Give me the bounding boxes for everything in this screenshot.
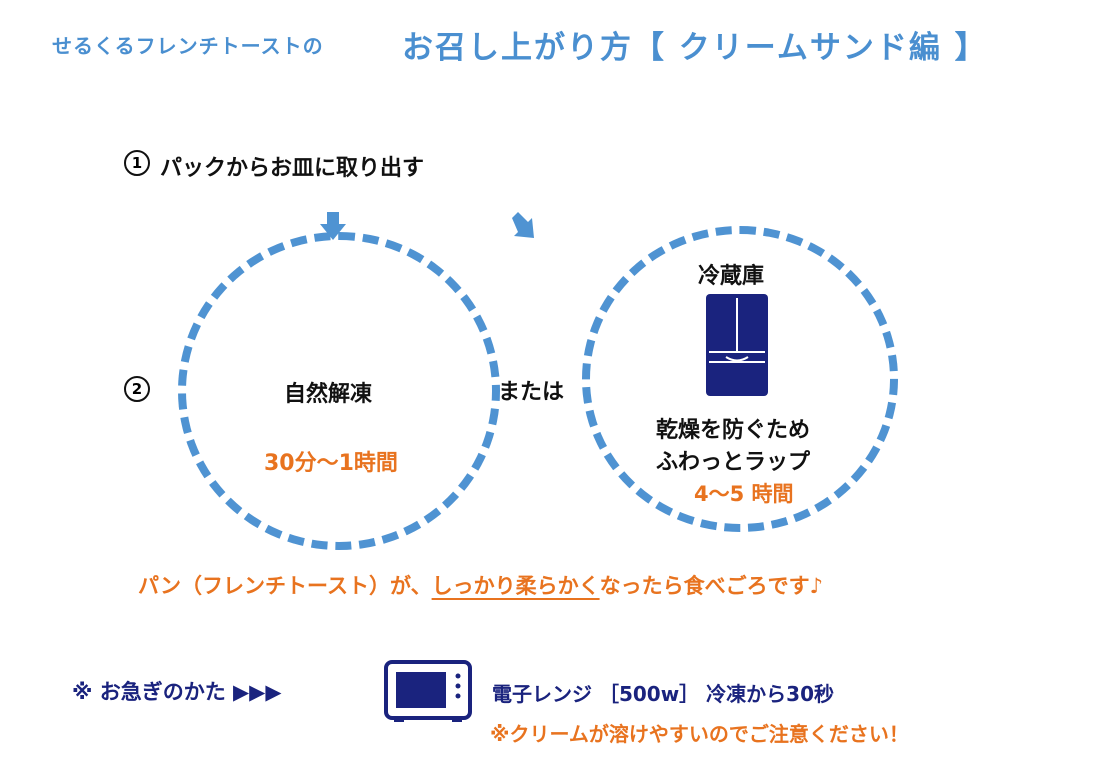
ready-note-suffix: なったら食べごろです♪ [599,574,823,598]
page-title: お召し上がり方【 クリームサンド編 】 [402,30,988,66]
natural-thaw-time: 30分〜1時間 [264,451,398,476]
step2-number: 2 [124,376,150,402]
title-prefix: せるくるフレンチトーストの [52,34,324,58]
ready-note-prefix: パン（フレンチトースト）が、 [138,574,432,598]
step2-num: 2 [124,376,150,402]
ready-note-emphasis: しっかり柔らかく [431,574,600,598]
natural-thaw-label: 自然解凍 [284,382,373,407]
down-arrow-icon [320,212,346,240]
natural-thaw-circle [178,232,500,550]
hurry-label: ※ お急ぎのかた ▶▶▶ [72,680,282,704]
cream-caution: ※クリームが溶けやすいのでご注意ください！ [490,722,909,746]
step1-num: 1 [124,150,150,176]
microwave-instruction: 電子レンジ ［500w］ 冷凍から30秒 [492,682,834,706]
fridge-circle [582,226,898,532]
fridge-heading: 冷蔵庫 [698,264,765,289]
step1-number: 1 [124,150,150,176]
microwave-icon [384,660,472,722]
fridge-time: 4〜5 時間 [694,482,794,506]
ready-note: パン（フレンチトースト）が、しっかり柔らかくなったら食べごろです♪ [138,570,823,600]
fridge-line2: ふわっとラップ [656,450,811,475]
fridge-line1: 乾燥を防ぐため [656,418,811,443]
diagonal-arrow-icon [512,212,534,238]
or-label: または [498,380,565,405]
fridge-icon [706,294,768,396]
step1-text: パックからお皿に取り出す [160,156,425,181]
